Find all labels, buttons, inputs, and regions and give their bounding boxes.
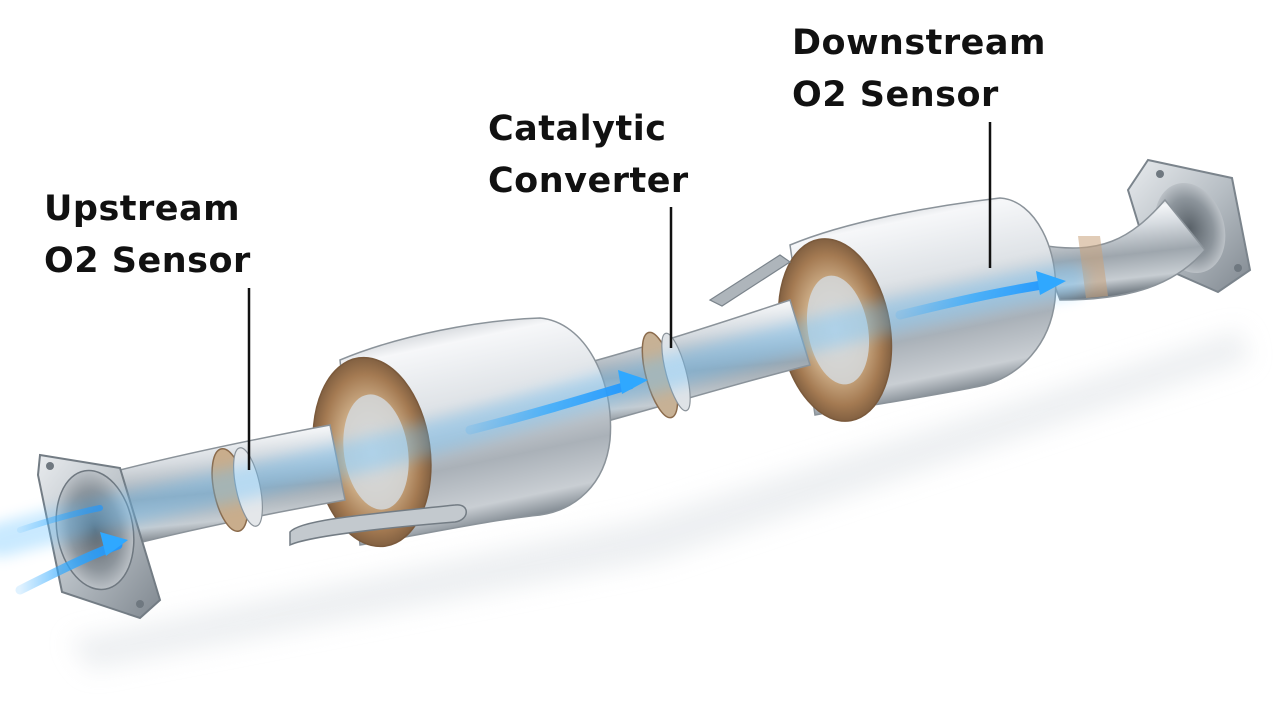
downstream-label-line2: O2 Sensor	[792, 75, 999, 115]
inlet-flow-line-upper	[17, 505, 103, 533]
outlet-flow-line	[895, 279, 1053, 320]
catalytic-label-line1: Catalytic	[488, 109, 667, 149]
upstream-label-line2: O2 Sensor	[44, 241, 251, 281]
upstream-label-line1: Upstream	[44, 189, 241, 229]
mid-flow-line	[465, 380, 635, 435]
upstream-o2-sensor-label: Upstream O2 Sensor	[44, 183, 251, 287]
front-hanger-rod	[289, 504, 467, 547]
mid-flow-arrowhead	[618, 370, 648, 394]
inlet-flow-arrowhead	[100, 532, 128, 556]
outlet-flow-arrowhead	[1036, 271, 1066, 295]
catalytic-label-line2: Converter	[488, 161, 689, 201]
downstream-label-line1: Downstream	[792, 23, 1046, 63]
downstream-o2-sensor-label: Downstream O2 Sensor	[792, 17, 1046, 121]
flow-arrows	[15, 271, 1066, 595]
catalytic-converter-label: Catalytic Converter	[488, 103, 689, 207]
ground-shadow	[70, 330, 1250, 670]
mid-hanger-bracket	[708, 254, 792, 307]
